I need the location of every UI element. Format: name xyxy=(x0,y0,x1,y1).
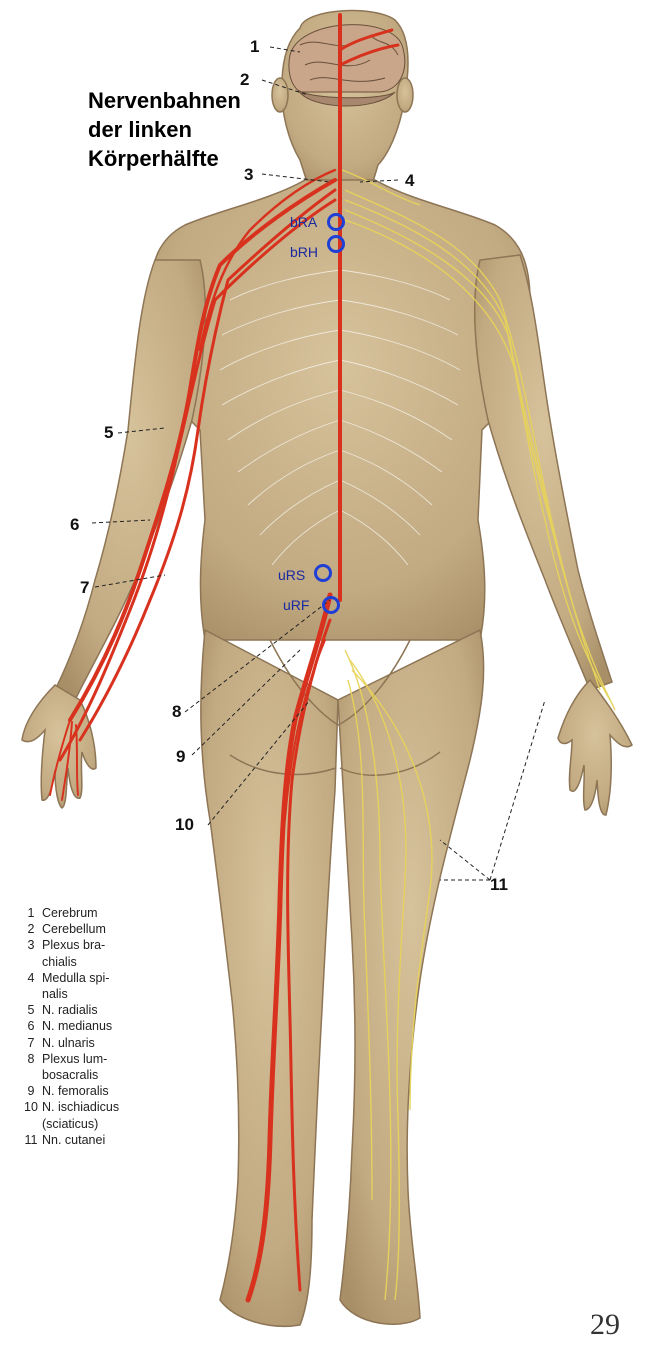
callout-11: 11 xyxy=(490,875,508,894)
callout-7: 7 xyxy=(80,578,89,597)
legend-text: Nn. cutanei xyxy=(42,1132,177,1148)
legend-number: 3 xyxy=(20,937,42,953)
title-line-3: Körperhälfte xyxy=(88,144,241,173)
legend-number: 6 xyxy=(20,1018,42,1034)
point-label-bra: bRA xyxy=(290,214,318,230)
legend-row: bosacralis xyxy=(20,1067,177,1083)
callout-1: 1 xyxy=(250,37,259,56)
legend-text: N. radialis xyxy=(42,1002,177,1018)
legend-text: Medulla spi- xyxy=(42,970,177,986)
left-leg xyxy=(201,630,338,1326)
callout-4: 4 xyxy=(405,171,415,190)
callout-3: 3 xyxy=(244,165,253,184)
legend-text: N. ischiadicus xyxy=(42,1099,177,1115)
legend-number: 9 xyxy=(20,1083,42,1099)
legend-number xyxy=(20,954,42,970)
legend-text: Plexus lum- xyxy=(42,1051,177,1067)
legend-number: 11 xyxy=(20,1132,42,1148)
point-label-urf: uRF xyxy=(283,597,309,613)
right-arm xyxy=(475,255,612,690)
legend-text: nalis xyxy=(42,986,177,1002)
legend-row: (sciaticus) xyxy=(20,1116,177,1132)
legend-number: 10 xyxy=(20,1099,42,1115)
callout-6: 6 xyxy=(70,515,79,534)
legend-text: N. ulnaris xyxy=(42,1035,177,1051)
figure-title: Nervenbahnen der linken Körperhälfte xyxy=(88,86,241,173)
legend-text: bosacralis xyxy=(42,1067,177,1083)
title-line-1: Nervenbahnen xyxy=(88,86,241,115)
legend-text: N. medianus xyxy=(42,1018,177,1034)
point-label-urs: uRS xyxy=(278,567,305,583)
legend-text: Plexus bra- xyxy=(42,937,177,953)
right-leg xyxy=(338,630,484,1324)
legend-number: 1 xyxy=(20,905,42,921)
legend-text: Cerebrum xyxy=(42,905,177,921)
legend-number: 4 xyxy=(20,970,42,986)
legend-number: 8 xyxy=(20,1051,42,1067)
legend-row: nalis xyxy=(20,986,177,1002)
legend-text: chialis xyxy=(42,954,177,970)
left-hand xyxy=(22,685,96,808)
legend-number xyxy=(20,1116,42,1132)
left-ear xyxy=(272,78,288,112)
legend-text: N. femoralis xyxy=(42,1083,177,1099)
callout-2: 2 xyxy=(240,70,249,89)
title-line-2: der linken xyxy=(88,115,241,144)
legend-number: 5 xyxy=(20,1002,42,1018)
point-label-brh: bRH xyxy=(290,244,318,260)
legend-number: 7 xyxy=(20,1035,42,1051)
callout-5: 5 xyxy=(104,423,113,442)
right-ear xyxy=(397,78,413,112)
legend-number xyxy=(20,1067,42,1083)
legend-text: Cerebellum xyxy=(42,921,177,937)
callout-9: 9 xyxy=(176,747,185,766)
legend-row: chialis xyxy=(20,954,177,970)
legend-number: 2 xyxy=(20,921,42,937)
legend: 1Cerebrum 2Cerebellum 3Plexus bra- chial… xyxy=(20,905,177,1148)
left-arm xyxy=(55,260,205,700)
legend-number xyxy=(20,986,42,1002)
legend-text: (sciaticus) xyxy=(42,1116,177,1132)
callout-10: 10 xyxy=(175,815,194,834)
right-hand xyxy=(558,680,632,815)
callout-8: 8 xyxy=(172,702,181,721)
page-number: 29 xyxy=(590,1308,620,1342)
